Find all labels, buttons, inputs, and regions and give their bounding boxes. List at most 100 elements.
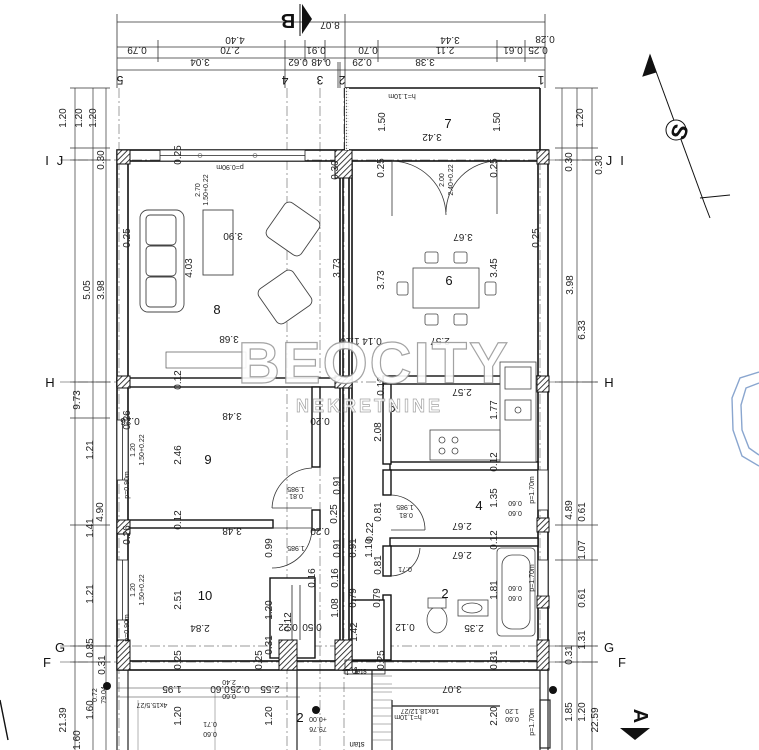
svg-text:1.60: 1.60 xyxy=(72,730,83,750)
window-sill-line xyxy=(197,153,258,158)
svg-text:3.07: 3.07 xyxy=(442,683,462,694)
svg-text:p=1.70m: p=1.70m xyxy=(529,708,536,736)
svg-text:21.39: 21.39 xyxy=(58,707,69,732)
svg-text:0.26: 0.26 xyxy=(122,410,133,430)
svg-text:1.10: 1.10 xyxy=(340,335,360,346)
bottom-dim-lines xyxy=(117,687,540,698)
svg-text:16x18.12/27: 16x18.12/27 xyxy=(401,707,440,714)
svg-text:0.25: 0.25 xyxy=(122,228,133,248)
svg-text:1.20: 1.20 xyxy=(130,583,137,597)
svg-text:0.31: 0.31 xyxy=(489,650,500,670)
svg-text:stan: stan xyxy=(349,740,364,749)
svg-text:2.67: 2.67 xyxy=(452,520,472,531)
svg-text:0.91: 0.91 xyxy=(306,44,326,55)
bottom-labels: 1.95 0.60 0.25 2.55 3.07 2.40 0.60 4x15.… xyxy=(92,678,536,749)
room-2-number: 2 xyxy=(441,586,448,601)
svg-text:1.20: 1.20 xyxy=(575,108,586,128)
svg-text:3.48: 3.48 xyxy=(222,410,242,421)
svg-text:2.84: 2.84 xyxy=(190,622,210,633)
svg-text:2.08: 2.08 xyxy=(373,422,384,442)
svg-text:0.60: 0.60 xyxy=(203,730,217,737)
svg-text:0.12: 0.12 xyxy=(395,621,415,632)
svg-text:2.35: 2.35 xyxy=(464,622,484,633)
svg-text:H: H xyxy=(45,375,54,390)
svg-text:1.20: 1.20 xyxy=(173,706,184,726)
svg-text:I: I xyxy=(45,153,49,168)
svg-text:3.42: 3.42 xyxy=(422,131,442,142)
svg-text:5.05: 5.05 xyxy=(82,280,93,300)
svg-text:1.41: 1.41 xyxy=(85,518,96,538)
dim-total-top: 8.07 xyxy=(320,19,340,30)
svg-text:4.89: 4.89 xyxy=(564,500,575,520)
svg-text:0.25: 0.25 xyxy=(376,158,387,178)
svg-text:3.48: 3.48 xyxy=(222,525,242,536)
svg-text:1.50: 1.50 xyxy=(377,112,388,132)
svg-text:+0.00: +0.00 xyxy=(309,715,327,722)
svg-text:0.25: 0.25 xyxy=(528,44,548,55)
right-dimension-texts: 1.20 0.30 3.98 6.33 4.89 0.61 1.07 0.61 … xyxy=(564,108,601,733)
doors xyxy=(271,160,498,577)
svg-text:4x15.5/27: 4x15.5/27 xyxy=(137,701,168,708)
room-5-number: 5 xyxy=(388,400,395,415)
svg-text:p=1.70m: p=1.70m xyxy=(529,476,536,504)
svg-text:3.04: 3.04 xyxy=(190,56,210,67)
watermark-subtitle: NEKRETNINE xyxy=(296,396,444,417)
svg-text:0.79: 0.79 xyxy=(348,588,359,608)
svg-text:0.81: 0.81 xyxy=(373,555,384,575)
svg-text:2.67: 2.67 xyxy=(452,549,472,560)
svg-text:1.95: 1.95 xyxy=(162,683,182,694)
svg-text:4: 4 xyxy=(281,73,288,87)
room-4-number: 4 xyxy=(475,498,482,513)
svg-text:0.25: 0.25 xyxy=(230,683,250,694)
svg-text:p=0.90m: p=0.90m xyxy=(216,163,244,170)
kitchen-counter xyxy=(429,361,537,463)
room-6-number: 6 xyxy=(445,273,452,288)
svg-text:0.26: 0.26 xyxy=(122,525,133,545)
svg-text:2.00: 2.00 xyxy=(439,173,446,187)
svg-text:0.25: 0.25 xyxy=(531,228,542,248)
svg-text:0.50: 0.50 xyxy=(302,621,322,632)
svg-text:2: 2 xyxy=(338,73,345,87)
svg-text:0.91: 0.91 xyxy=(348,538,359,558)
svg-text:1.10: 1.10 xyxy=(364,538,375,558)
svg-text:1.81: 1.81 xyxy=(489,580,500,600)
svg-text:0.12: 0.12 xyxy=(489,452,500,472)
svg-text:F: F xyxy=(618,655,626,670)
bathroom-fixtures xyxy=(426,547,536,637)
svg-text:4.40: 4.40 xyxy=(225,34,245,45)
misc-dimensions: 0.12 0.12 0.12 0.12 0.25 0.26 0.26 0.25 … xyxy=(120,145,605,670)
svg-text:1.20: 1.20 xyxy=(264,600,275,620)
svg-text:I: I xyxy=(620,153,624,168)
svg-text:3.98: 3.98 xyxy=(96,280,107,300)
svg-text:3.67: 3.67 xyxy=(453,231,473,242)
svg-text:1.60: 1.60 xyxy=(85,700,96,720)
stamp xyxy=(731,371,759,467)
svg-text:0.79: 0.79 xyxy=(372,588,383,608)
svg-text:0.20: 0.20 xyxy=(310,415,330,426)
svg-text:0.48: 0.48 xyxy=(311,56,331,67)
dining-set xyxy=(396,251,497,326)
svg-text:0.60: 0.60 xyxy=(210,683,230,694)
svg-text:1.20: 1.20 xyxy=(74,108,85,128)
svg-text:1.42: 1.42 xyxy=(349,622,360,642)
svg-text:0.12: 0.12 xyxy=(376,376,387,396)
svg-text:1.20: 1.20 xyxy=(88,108,99,128)
svg-text:0.61: 0.61 xyxy=(577,502,588,522)
stair-entry xyxy=(291,585,386,675)
svg-text:3.98: 3.98 xyxy=(565,275,576,295)
svg-text:0.60: 0.60 xyxy=(505,715,519,722)
svg-text:1.985: 1.985 xyxy=(287,485,305,492)
svg-text:2.40: 2.40 xyxy=(222,678,236,685)
svg-text:0.71: 0.71 xyxy=(398,565,412,572)
living-furniture xyxy=(139,201,321,325)
svg-text:A: A xyxy=(629,709,651,723)
svg-text:0.22: 0.22 xyxy=(278,621,298,632)
svg-text:1.50: 1.50 xyxy=(492,112,503,132)
svg-text:h=1.10m: h=1.10m xyxy=(388,92,416,99)
watermark-logo: BEOCITY xyxy=(237,330,510,396)
lower-stairs xyxy=(137,675,392,750)
svg-text:0.12: 0.12 xyxy=(173,370,184,390)
section-tick-left xyxy=(0,699,9,741)
svg-text:0.81: 0.81 xyxy=(399,511,413,518)
